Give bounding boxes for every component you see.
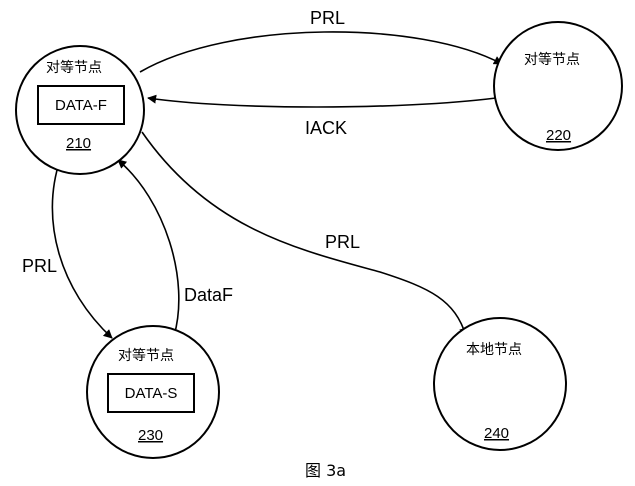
node-220-id: 220	[546, 127, 571, 144]
node-210: 对等节点 DATA-F 210	[15, 45, 145, 175]
edge-label-prl-top: PRL	[310, 8, 345, 28]
edge-prl-210-to-230	[51, 159, 113, 339]
node-240-id: 240	[484, 425, 509, 442]
node-240-circle	[433, 317, 567, 451]
edge-label-prl-left: PRL	[22, 256, 57, 276]
node-230: 对等节点 DATA-S 230	[86, 325, 220, 459]
node-210-id: 210	[66, 135, 91, 152]
node-210-title: 对等节点	[46, 59, 102, 76]
node-230-data-box	[107, 373, 195, 413]
edge-dataf-230-to-210	[117, 159, 180, 337]
edge-prl-210-to-220	[139, 31, 503, 73]
node-220-title: 对等节点	[524, 51, 580, 68]
node-210-data-label: DATA-F	[55, 97, 107, 114]
edge-prl-210-to-240	[141, 131, 468, 337]
figure-caption: 图 3a	[305, 461, 346, 480]
node-220-circle	[493, 21, 623, 151]
edge-label-prl-right: PRL	[325, 232, 360, 252]
node-240-title: 本地节点	[466, 342, 522, 358]
edge-label-iack: IACK	[305, 118, 347, 138]
node-240: 本地节点 240	[433, 317, 567, 451]
edge-iack-220-to-210	[147, 94, 497, 108]
edge-label-dataf: DataF	[184, 285, 233, 305]
node-230-data-label: DATA-S	[125, 385, 178, 402]
node-210-data-box	[37, 85, 125, 125]
node-220: 对等节点 220	[493, 21, 623, 151]
node-230-title: 对等节点	[118, 347, 174, 364]
node-230-id: 230	[138, 427, 163, 444]
